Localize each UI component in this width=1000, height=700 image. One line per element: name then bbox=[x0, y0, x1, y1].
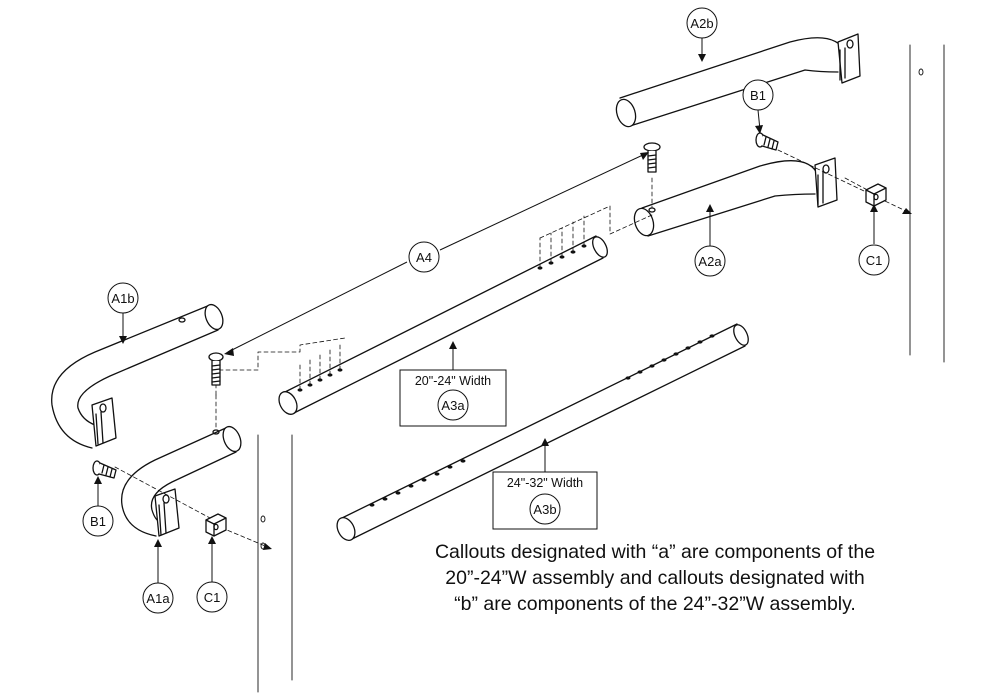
holes-a3b-right bbox=[625, 334, 715, 380]
tube-a1a bbox=[120, 425, 242, 537]
callout-a4: A4 bbox=[408, 241, 440, 273]
svg-text:B1: B1 bbox=[90, 514, 106, 529]
callout-a3b: A3b bbox=[533, 502, 556, 517]
callout-b1-top: B1 bbox=[742, 79, 774, 111]
note-line-3: “b” are components of the 24”-32”W assem… bbox=[454, 593, 856, 615]
callout-a3a: A3a bbox=[441, 398, 465, 413]
svg-text:A1a: A1a bbox=[146, 591, 170, 606]
callout-b1-left: B1 bbox=[82, 505, 114, 537]
arrow-a4-left bbox=[227, 261, 408, 353]
note-line-1: Callouts designated with “a” are compone… bbox=[434, 541, 876, 563]
svg-text:A1b: A1b bbox=[111, 291, 134, 306]
bolt-b1-top bbox=[755, 132, 779, 151]
svg-text:B1: B1 bbox=[750, 88, 766, 103]
width-label-a3a: 20"-24" Width bbox=[415, 374, 491, 388]
nut-c1-left bbox=[205, 513, 227, 537]
tube-a2b bbox=[615, 33, 861, 128]
frame-lines-right bbox=[909, 44, 945, 363]
callout-a2a: A2a bbox=[694, 245, 726, 277]
svg-text:C1: C1 bbox=[866, 253, 883, 268]
note-line-2: 20”-24”W assembly and callouts designate… bbox=[445, 567, 865, 589]
svg-text:A4: A4 bbox=[416, 250, 432, 265]
svg-text:A2b: A2b bbox=[690, 16, 713, 31]
svg-text:C1: C1 bbox=[204, 590, 221, 605]
width-label-a3b: 24"-32" Width bbox=[507, 476, 583, 490]
callout-c1-left: C1 bbox=[196, 581, 228, 613]
callout-a1a: A1a bbox=[142, 582, 174, 614]
frame-lines-left bbox=[257, 434, 293, 693]
callout-a1b: A1b bbox=[107, 282, 139, 314]
screw-a4-left bbox=[208, 352, 224, 386]
width-box-a3a: 20"-24" Width A3a bbox=[399, 369, 507, 427]
width-box-a3b: 24"-32" Width A3b bbox=[492, 471, 598, 530]
arrow-a4-top bbox=[439, 153, 646, 251]
nut-c1-right bbox=[865, 183, 887, 207]
screw-a4-top bbox=[643, 142, 661, 173]
tube-a1b bbox=[51, 303, 224, 449]
holes-a3b-left bbox=[369, 459, 466, 507]
svg-text:A2a: A2a bbox=[698, 254, 722, 269]
bolt-b1-left bbox=[92, 460, 117, 479]
callout-c1-right: C1 bbox=[858, 244, 890, 276]
callout-a2b: A2b bbox=[686, 7, 718, 39]
tube-a2a bbox=[633, 157, 838, 237]
tube-a3a bbox=[278, 235, 608, 415]
